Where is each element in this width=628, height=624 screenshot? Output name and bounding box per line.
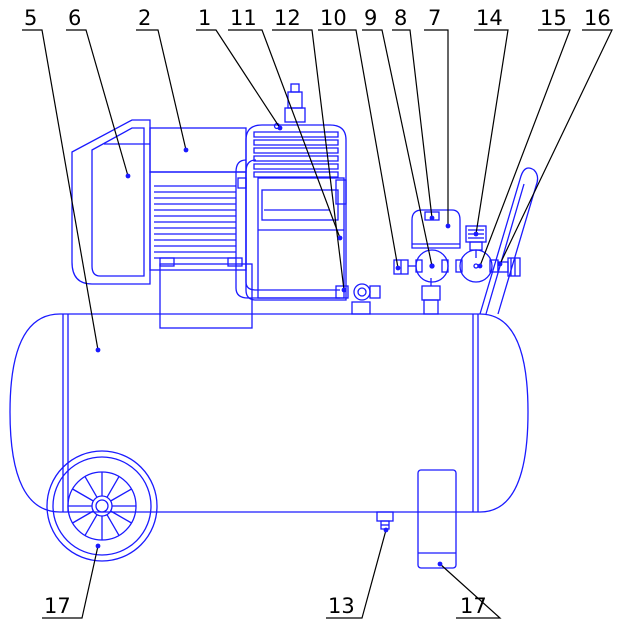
cylinder-fin (253, 139, 339, 146)
wheel-spoke (84, 514, 98, 536)
cylinder-fin (253, 171, 339, 178)
leader-lines (22, 29, 613, 619)
delivery-pipe (235, 159, 340, 299)
wheel (46, 450, 158, 562)
pressure-switch (411, 209, 461, 315)
callout-8: 8 (394, 6, 407, 30)
pump (245, 83, 347, 301)
callout-13: 13 (328, 594, 355, 618)
callout-11: 11 (230, 6, 257, 30)
motor (149, 127, 247, 271)
callout-16: 16 (584, 6, 611, 30)
check-valve (335, 283, 381, 315)
cylinder-fin (253, 131, 339, 138)
wheel-spoke (110, 510, 132, 524)
callout-6: 6 (68, 6, 81, 30)
callout-7: 7 (428, 6, 441, 30)
callout-14: 14 (476, 6, 503, 30)
wheel-spoke (72, 488, 94, 502)
wheel-spoke (84, 476, 98, 498)
handle (479, 167, 539, 315)
air-tank (9, 313, 529, 513)
callout-9: 9 (364, 6, 377, 30)
cylinder-fin (253, 155, 339, 162)
motor-base (159, 263, 253, 329)
drain-valve (376, 511, 394, 530)
compressor-drawing (9, 83, 539, 569)
wheel-spoke (106, 476, 120, 498)
callout-12: 12 (274, 6, 301, 30)
callout-labels: 5 6 2 1 11 12 10 9 8 7 14 15 16 17 13 17 (24, 6, 611, 618)
wheel-spoke (72, 510, 94, 524)
wheel-spoke (106, 514, 120, 536)
callout-15: 15 (540, 6, 567, 30)
outlet-gauge (455, 249, 499, 283)
fan-cover (71, 119, 151, 285)
callout-17-wheel: 17 (44, 594, 71, 618)
callout-2: 2 (138, 6, 151, 30)
pointer-dots (95, 125, 503, 567)
wheel-spoke (110, 488, 132, 502)
cylinder-fin (253, 163, 339, 170)
support-foot (417, 469, 457, 569)
cylinder-fin (253, 147, 339, 154)
callout-5: 5 (24, 6, 37, 30)
callout-10: 10 (320, 6, 347, 30)
callout-1: 1 (198, 6, 211, 30)
callout-17-foot: 17 (460, 594, 487, 618)
safety-valve (393, 259, 416, 275)
